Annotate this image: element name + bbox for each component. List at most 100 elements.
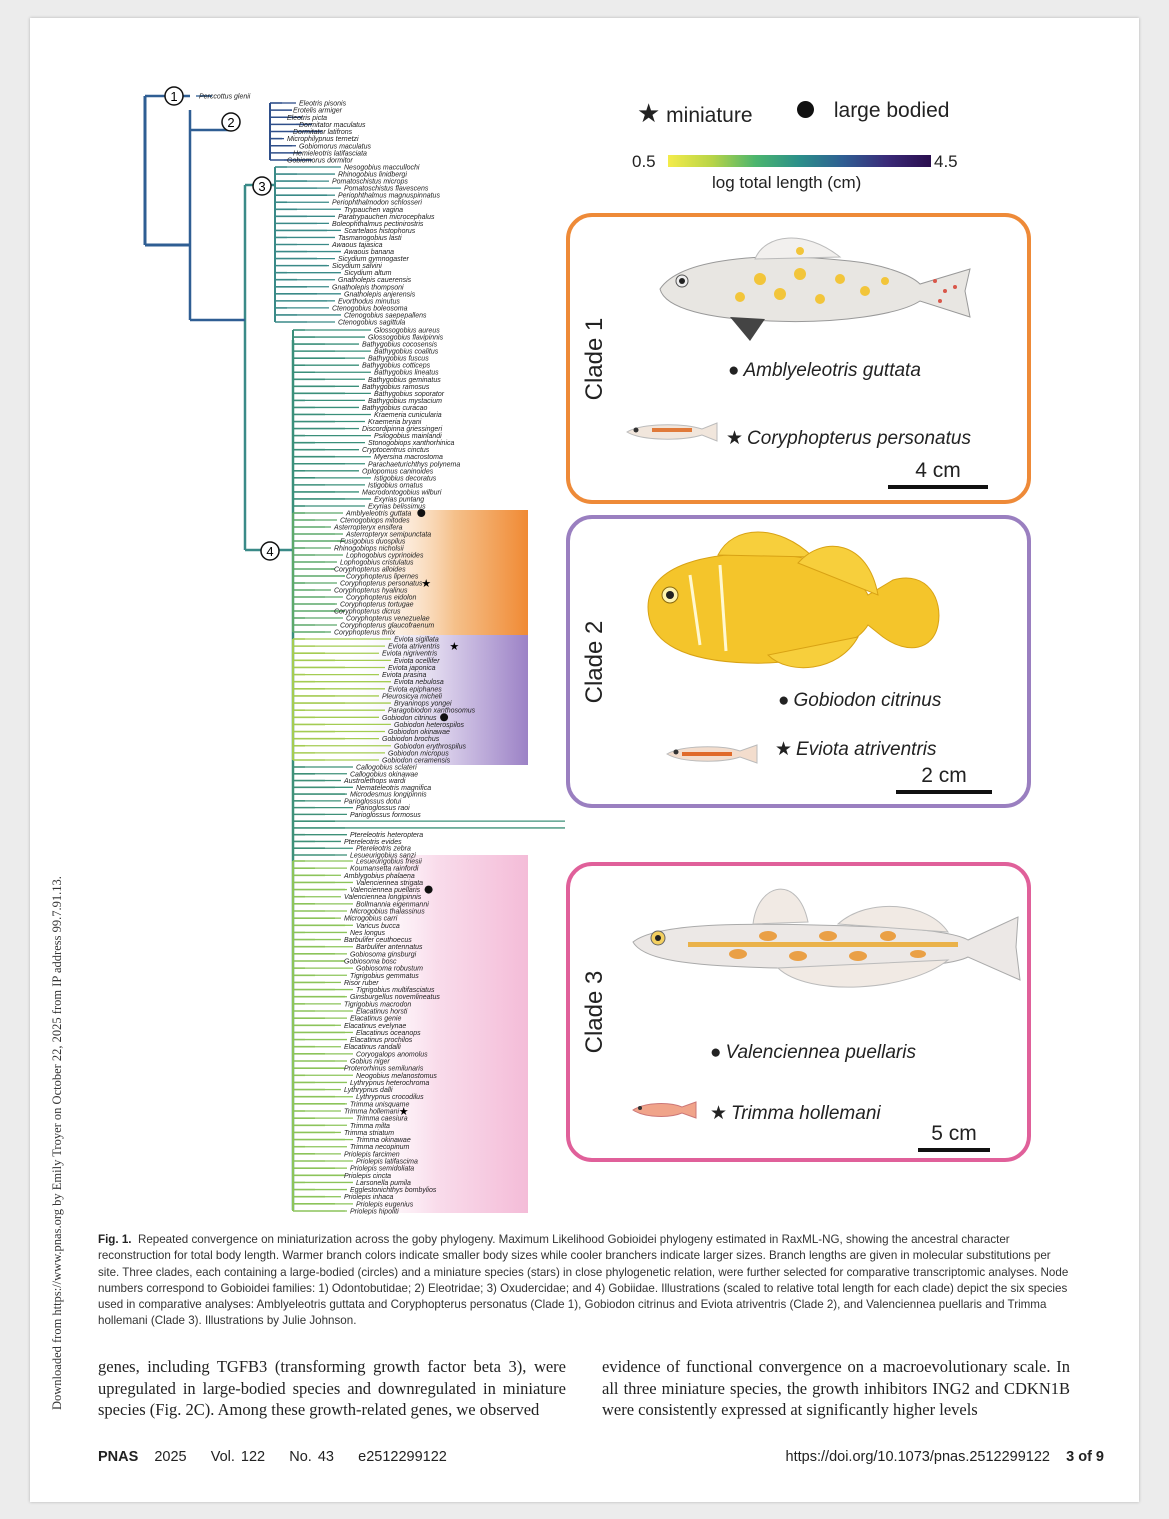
tip-label: Priolepis farcimen [344, 1151, 400, 1158]
tip-label: Callogobius sclateri [356, 765, 417, 772]
clade3-label: Clade 3 [581, 970, 608, 1054]
eviota-illustration [666, 744, 758, 764]
tip-label: Gobiosoma robustum [356, 966, 423, 973]
tip-label: Coryphopterus personatus [340, 581, 423, 588]
tip-label: Pleurosicya micheli [382, 693, 442, 700]
legend-miniature: ★ miniature [637, 98, 753, 128]
clade1-large-species: ●Amblyeleotris guttata [728, 360, 921, 381]
tip-label: Elacatinus evelynae [344, 1023, 406, 1030]
miniature-marker: ★ [449, 640, 459, 653]
tip-label: Ctenogobius saepepallens [344, 312, 427, 319]
tip-label: Priolepis semidoliata [350, 1166, 414, 1173]
tip-label: Gobiomorus maculatus [299, 143, 371, 150]
star-icon: ★ [726, 428, 744, 449]
tip-label: Bollmannia eigenmanni [356, 901, 429, 908]
tip-label: Bathygobius fuscus [368, 356, 429, 363]
tip-label: Glossogobius flavipinnis [368, 335, 444, 342]
tip-label: Stonogobiops xanthorhinica [368, 440, 455, 447]
node-2: 2 [221, 112, 241, 132]
clade1-mini-species: ★Coryphopterus personatus [726, 428, 971, 449]
tip-label: Bathygobius ramosus [362, 384, 430, 391]
tip-label: Parioglossus dotui [344, 798, 402, 805]
tip-label: Lythrypnus heterochroma [350, 1080, 429, 1087]
tip-label: Lophogobius cyprinoides [346, 553, 424, 560]
tip-label: Priolepis cincta [344, 1173, 391, 1180]
footer-article-id: e2512299122 [358, 1449, 447, 1465]
tip-label: Bathygobius geminatus [368, 377, 441, 384]
tip-label: Psilogobius mainlandi [374, 433, 442, 440]
tip-label: Nesogobius maccullochi [344, 165, 420, 172]
tip-label: Kraemeria bryani [368, 419, 422, 426]
tip-label: Elacatinus genie [350, 1016, 401, 1023]
tip-label: Sicydium altum [344, 270, 392, 277]
tip-label: Austrolethops wardi [343, 778, 406, 785]
tip-label: Bathygobius cotticeps [362, 363, 431, 370]
tip-label: Eviota sigillata [394, 637, 439, 644]
node-3: 3 [252, 176, 272, 196]
tip-label: Tigrigobius multifasciatus [356, 987, 435, 994]
tip-label: Trypauchen vagina [344, 207, 403, 214]
valenciennea-illustration [632, 888, 1021, 988]
tip-label: Istigobius decoratus [374, 475, 437, 482]
tip-label: Sicydium gymnogaster [338, 256, 409, 263]
tip-label: Eviota atriventris [388, 644, 440, 651]
clade3-scale: 5 cm [918, 1122, 990, 1152]
colorbar [668, 155, 931, 167]
colorbar-max: 4.5 [934, 152, 958, 171]
star-icon: ★ [710, 1103, 728, 1124]
tip-label: Proterorhinus semilunaris [344, 1066, 424, 1073]
tip-label: Nemateleotris magnifica [356, 785, 431, 792]
tip-label: Parioglossus formosus [350, 812, 421, 819]
clade1-label: Clade 1 [581, 317, 608, 400]
tip-label: Microgobius carri [344, 916, 398, 923]
tip-label: Priolepis hipoliti [350, 1209, 399, 1216]
tip-label: Gobiosoma ginsburgi [350, 951, 417, 958]
tip-label: Sicydium salvini [332, 263, 382, 270]
tip-label: Rhinogobius linidbergi [338, 172, 407, 179]
tip-label: Priolepis inhaca [344, 1194, 394, 1201]
tip-label: Coryphopterus venezuelae [346, 616, 430, 623]
tip-label: Coryphopterus tortugae [340, 602, 414, 609]
node-4: 4 [260, 541, 280, 561]
tip-label: Barbulifer antennatus [356, 944, 423, 951]
tip-label: Eviota nebulosa [394, 679, 444, 686]
tip-label: Ctenogobius sagittula [338, 320, 405, 327]
body-text-right: evidence of functional convergence on a … [602, 1357, 1070, 1419]
tip-label: Bathygobius lineatus [374, 370, 439, 377]
node-1: 1 [164, 86, 184, 106]
tip-label: Dormitator maculatus [299, 122, 366, 129]
footer-citation: PNAS 2025 Vol. 122 No. 43 e2512299122 [98, 1449, 447, 1465]
tip-label: Varicus bucca [356, 923, 400, 930]
tip-label: Periophthalmodon schlosseri [332, 200, 422, 207]
large-bodied-marker [440, 713, 449, 722]
tip-label: Tigrigobius gemmatus [350, 973, 419, 980]
tip-label: Parioglossus raoi [356, 805, 410, 812]
footer-doi-block: https://doi.org/10.1073/pnas.2512299122 … [786, 1449, 1104, 1465]
tip-label: Valenciennea puellaris [350, 887, 421, 894]
tip-label: Microgobius thalassinus [350, 909, 425, 916]
tip-label: Koumansetta rainfordi [350, 866, 419, 873]
doi-link[interactable]: https://doi.org/10.1073/pnas.2512299122 [785, 1449, 1050, 1465]
footer-volume: Vol. 122 [210, 1449, 266, 1465]
tip-label: Coryphopterus eidolon [346, 595, 417, 602]
tip-label: Lesueurigobius friesii [356, 859, 422, 866]
tip-label: Trimma milta [350, 1123, 390, 1130]
tip-label: Larsonella pumila [356, 1180, 411, 1187]
svg-text:1: 1 [170, 89, 177, 104]
tip-label: Kraemeria cunicularia [374, 412, 442, 419]
tip-label: Awaous banana [343, 249, 394, 256]
body-text-left: genes, including TGFB3 (transforming gro… [98, 1357, 566, 1419]
circle-icon: ● [778, 690, 790, 711]
tip-label: Elacatinus randalli [344, 1044, 401, 1051]
tip-label: Coryphopterus alloides [334, 567, 406, 574]
tip-label: Trimma necopinum [350, 1144, 410, 1151]
tree-branches [143, 94, 565, 1212]
tip-label: Trimma striatum [344, 1130, 394, 1137]
tip-label: Elacatinus prochilos [350, 1037, 413, 1044]
tip-label: Ptereleotris evides [344, 839, 402, 846]
svg-text:3: 3 [258, 179, 265, 194]
caption-label: Fig. 1. [98, 1233, 132, 1246]
tip-label: Periophthalmus magnuspinnatus [338, 193, 440, 200]
